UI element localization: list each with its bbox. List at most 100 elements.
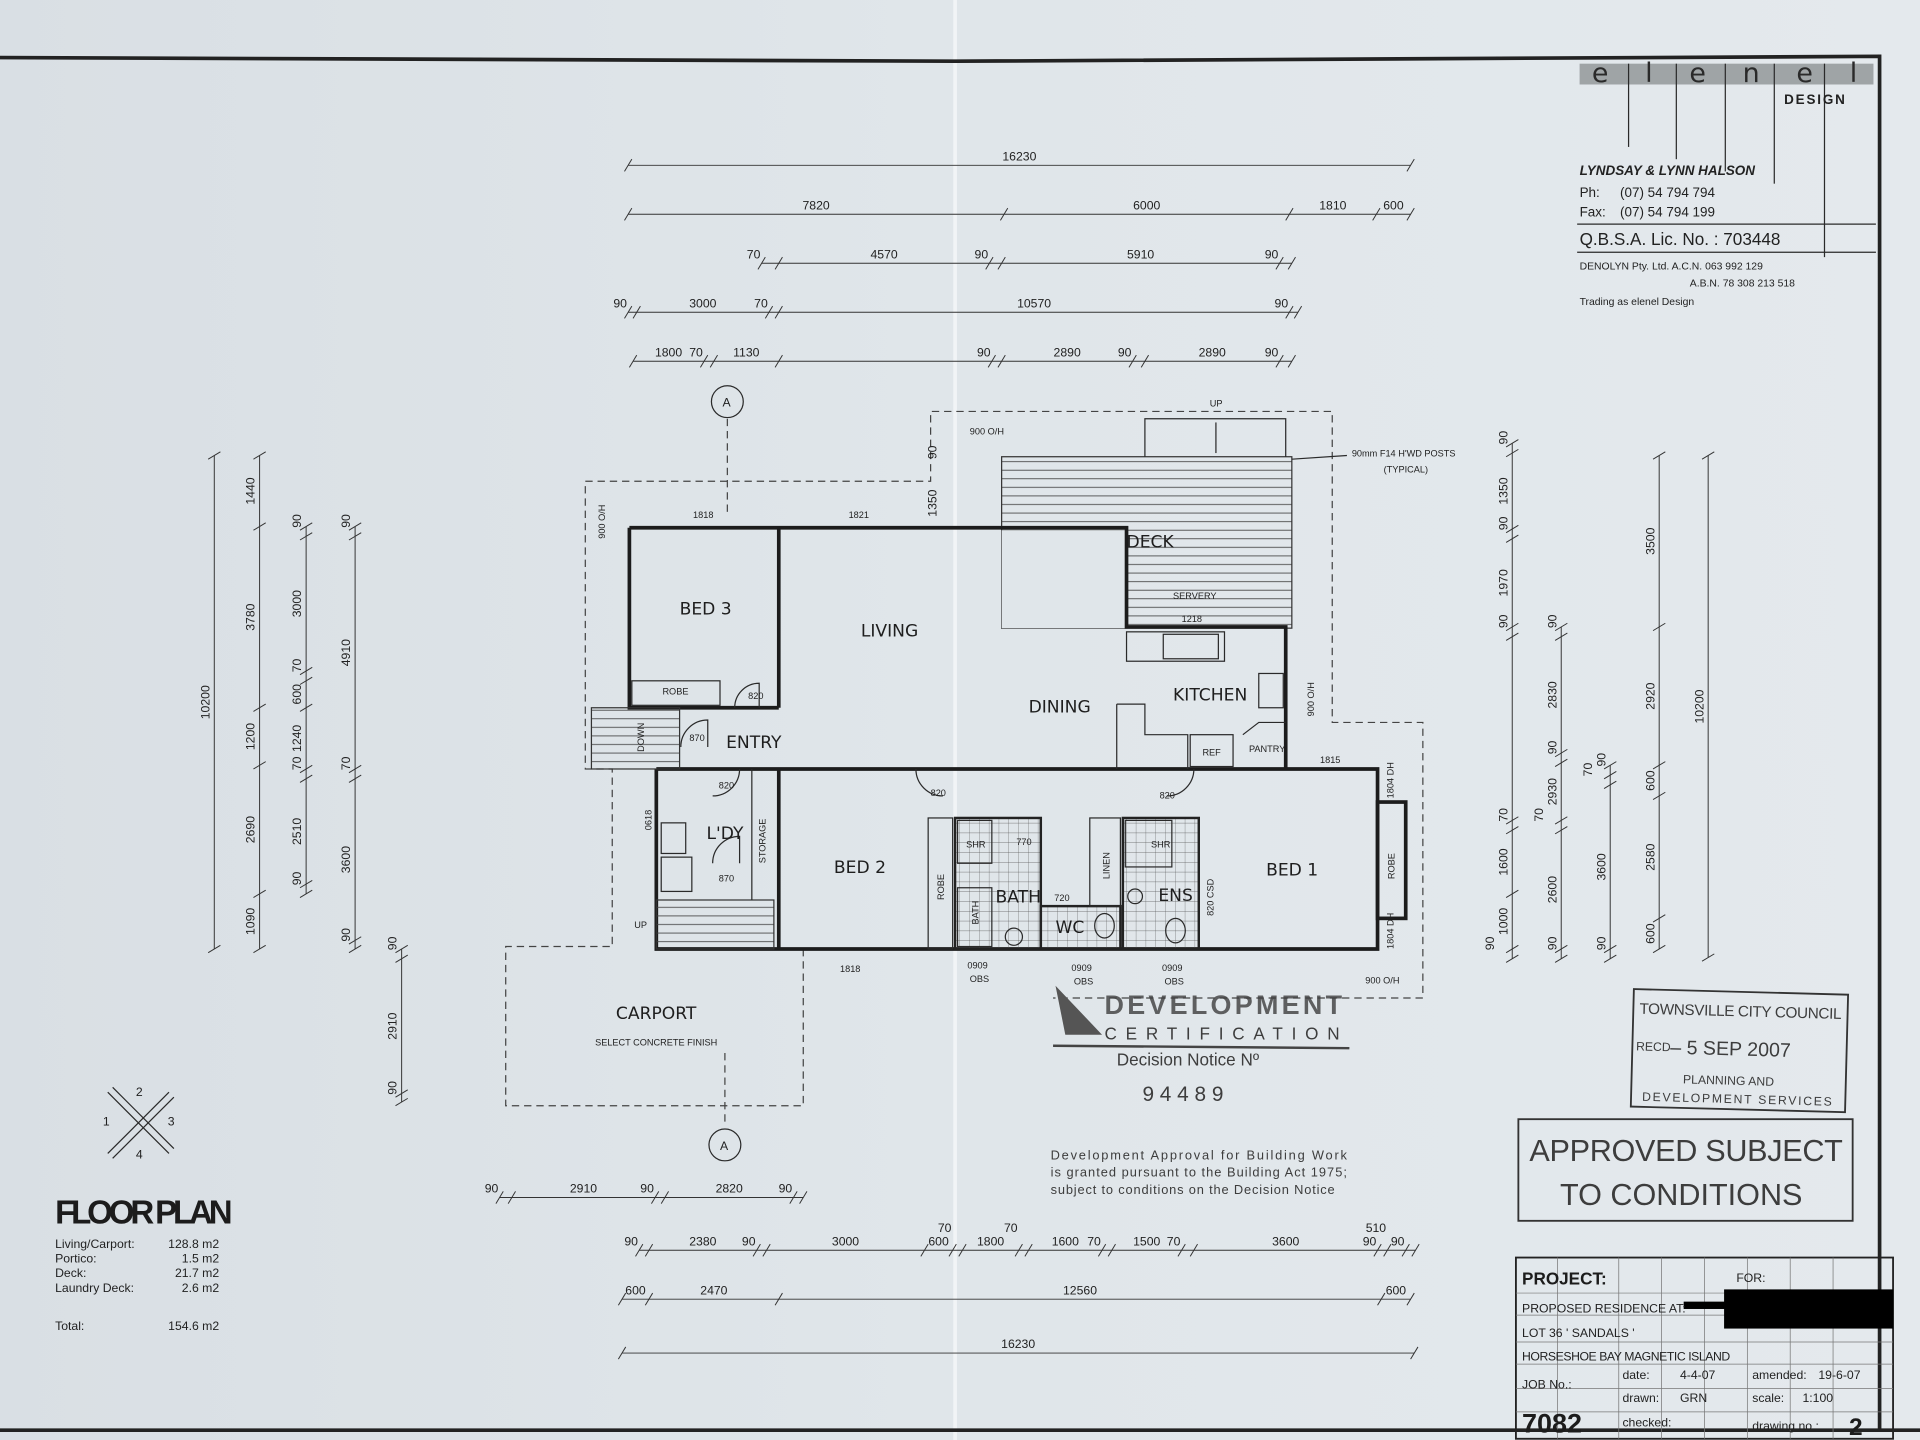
dimension-tick (774, 305, 783, 319)
dimension-label: 90 (742, 1234, 756, 1248)
amended-value: 19-6-07 (1818, 1368, 1860, 1382)
dimension-tick (299, 879, 313, 889)
dimension-label: 3500 (1643, 527, 1657, 554)
area-label: Deck: (55, 1266, 86, 1280)
dimension-tick (709, 354, 718, 368)
dimension-label: 3000 (290, 590, 304, 617)
room-laundry: L'DY (707, 824, 744, 844)
area-total: 154.6 m2 (168, 1319, 219, 1333)
dimension-tick (624, 207, 633, 221)
project-label: PROJECT: (1522, 1268, 1607, 1288)
dimension-label: 90 (1391, 1234, 1405, 1248)
room-bed3: BED 3 (680, 600, 732, 620)
dimension-label: 2380 (689, 1234, 716, 1248)
area-value: 21.7 m2 (175, 1266, 219, 1280)
dimension-label: 7820 (803, 198, 830, 212)
firm-abn: A.B.N. 78 308 213 518 (1690, 279, 1795, 290)
dimension-tick (1140, 354, 1149, 368)
dimension-label: 70 (1581, 763, 1595, 777)
dimension-tick (1554, 826, 1568, 835)
dimension-tick (1554, 954, 1568, 963)
council-received-stamp: TOWNSVILLE CITY COUNCIL RECD – 5 SEP 200… (1629, 988, 1850, 1114)
checked-label: checked: (1622, 1416, 1671, 1430)
door-wc: 720 (1054, 893, 1069, 903)
dimension-tick (651, 1191, 660, 1204)
address-line-1: PROPOSED RESIDENCE AT: (1522, 1302, 1686, 1316)
door-bath: 770 (1016, 837, 1031, 847)
dimension-label: 90 (1545, 740, 1559, 754)
dimension-label: 2510 (290, 818, 304, 845)
job-number: 7082 (1522, 1409, 1582, 1439)
dimension-label: 3000 (832, 1234, 859, 1248)
dimension-tick (1505, 448, 1519, 458)
dimension-tick (632, 305, 641, 319)
dimension-label: 3600 (1594, 853, 1608, 880)
drawn-value: GRN (1680, 1391, 1707, 1405)
dimension-tick (1285, 305, 1294, 319)
firm-phone-label: Ph: (1580, 185, 1600, 200)
compass-2: 2 (136, 1085, 143, 1099)
date-label: date: (1622, 1368, 1649, 1382)
dev-stamp-subtitle: CERTIFICATION (1104, 1024, 1343, 1044)
dimension-tick (253, 451, 266, 460)
dimension-label: 510 (1366, 1221, 1387, 1235)
area-total-label: Total: (55, 1319, 84, 1333)
dimension-tick (764, 305, 774, 319)
dimension-tick (1652, 914, 1666, 923)
dimension-tick (799, 1191, 808, 1204)
dimension-tick (207, 944, 221, 954)
approved-line-2: TO CONDITIONS (1560, 1178, 1802, 1212)
dimension-tick (1377, 1292, 1386, 1306)
firm-company: DENOLYN Pty. Ltd. A.C.N. 063 992 129 (1580, 261, 1763, 272)
dev-approval-text: Development Approval for Building Work (1051, 1148, 1348, 1163)
area-schedule: FLOOR PLAN Living/Carport: 128.8 m2 Port… (55, 1194, 233, 1333)
approved-line-1: APPROVED SUBJECT (1529, 1134, 1842, 1168)
council-name: TOWNSVILLE CITY COUNCIL (1639, 1001, 1841, 1023)
dimension-tick (1373, 1243, 1382, 1257)
dimension-tick (1401, 1243, 1410, 1257)
dimension-label: 90 (975, 247, 989, 261)
dimension-tick (1652, 761, 1666, 770)
amended-label: amended: (1752, 1368, 1806, 1382)
dimension-tick (1554, 816, 1568, 825)
dimension-tick (348, 764, 362, 774)
firm-phone: (07) 54 794 794 (1620, 185, 1716, 200)
dimension-label: 600 (290, 684, 304, 705)
room-linen: LINEN (1101, 852, 1111, 879)
dimension-tick (1406, 207, 1415, 221)
dimension-tick (752, 1243, 761, 1257)
dimension-label: 70 (754, 296, 768, 310)
dimension-tick (348, 774, 362, 783)
dimension-label: 70 (747, 247, 761, 261)
address-line-3: HORSESHOE BAY MAGNETIC ISLAND (1522, 1349, 1730, 1363)
room-bath: BATH (996, 887, 1041, 907)
dimension-label: 90 (386, 936, 400, 950)
dimension-tick (1652, 451, 1666, 460)
dimension-tick (985, 256, 994, 270)
dimension-tick (617, 1292, 627, 1306)
area-label: Portico: (55, 1251, 96, 1265)
dimension-label: 70 (1087, 1234, 1101, 1248)
dimension-label: 2910 (386, 1012, 400, 1039)
logo-wordmark: elenel (1592, 58, 1894, 89)
room-pantry: PANTRY (1249, 744, 1285, 754)
sheet-border (0, 54, 1920, 1433)
firm-license: Q.B.S.A. Lic. No. : 703448 (1580, 229, 1781, 249)
dev-approval-text: subject to conditions on the Decision No… (1051, 1182, 1335, 1197)
dev-approval-text: is granted pursuant to the Building Act … (1051, 1165, 1347, 1180)
area-value: 2.6 m2 (182, 1281, 220, 1295)
dimension-tick (1505, 632, 1519, 641)
door-entry: 870 (689, 733, 704, 743)
room-ens: ENS (1158, 886, 1193, 906)
dimension-label: 70 (339, 756, 353, 770)
dimension-tick (660, 1191, 669, 1204)
dimension-tick (1287, 256, 1296, 270)
dimension-label: 1200 (244, 723, 258, 750)
dimension-tick (495, 1191, 504, 1204)
dimension-tick (253, 522, 266, 531)
dimension-label: 2690 (244, 816, 258, 843)
dimension-label: 600 (1383, 198, 1404, 212)
window-obs-2: 0909 (1071, 963, 1091, 973)
dimension-label: 16230 (1002, 149, 1036, 163)
